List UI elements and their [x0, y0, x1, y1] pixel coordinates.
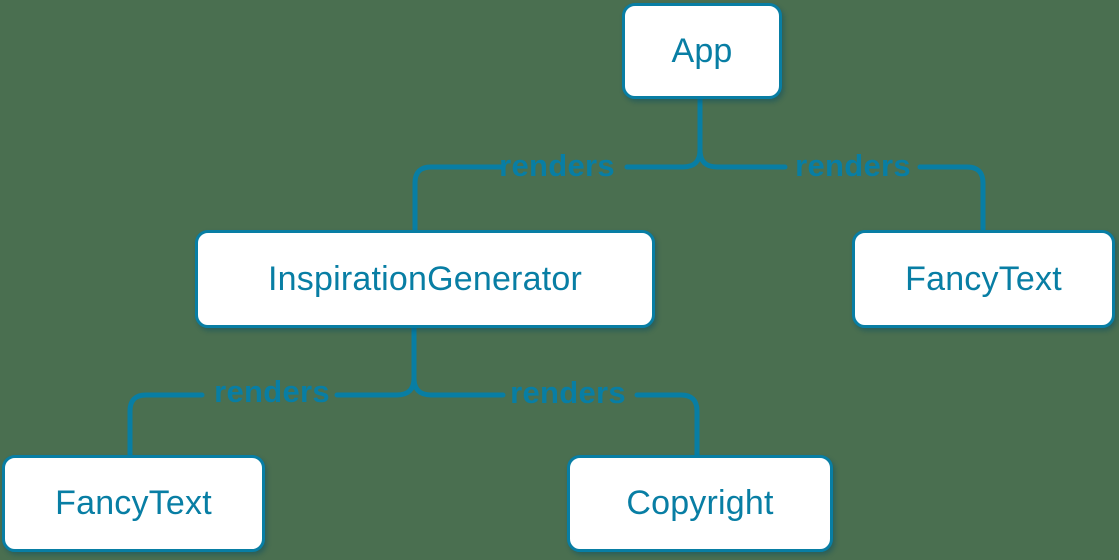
node-fancy-text-bottom: FancyText — [2, 455, 265, 552]
node-inspiration-generator-label: InspirationGenerator — [268, 259, 582, 298]
node-copyright: Copyright — [567, 455, 833, 552]
node-fancy-text-bottom-label: FancyText — [55, 484, 212, 522]
node-app-label: App — [671, 31, 733, 70]
node-app: App — [622, 3, 782, 99]
edge-label-renders-inspirationgenerator-copyright: renders — [510, 375, 626, 410]
edge-app-to-fancytext — [697, 147, 986, 233]
node-fancy-text-top-label: FancyText — [905, 259, 1062, 298]
edge-label-renders-app-fancytext: renders — [795, 148, 911, 183]
node-inspiration-generator: InspirationGenerator — [195, 230, 655, 328]
edge-label-renders-inspirationgenerator-fancytext: renders — [214, 374, 330, 409]
node-fancy-text-top: FancyText — [852, 230, 1115, 328]
edge-inspirationgenerator-to-copyright — [411, 375, 700, 458]
edge-label-renders-app-inspirationgenerator: renders — [499, 148, 615, 183]
node-copyright-label: Copyright — [626, 484, 774, 522]
